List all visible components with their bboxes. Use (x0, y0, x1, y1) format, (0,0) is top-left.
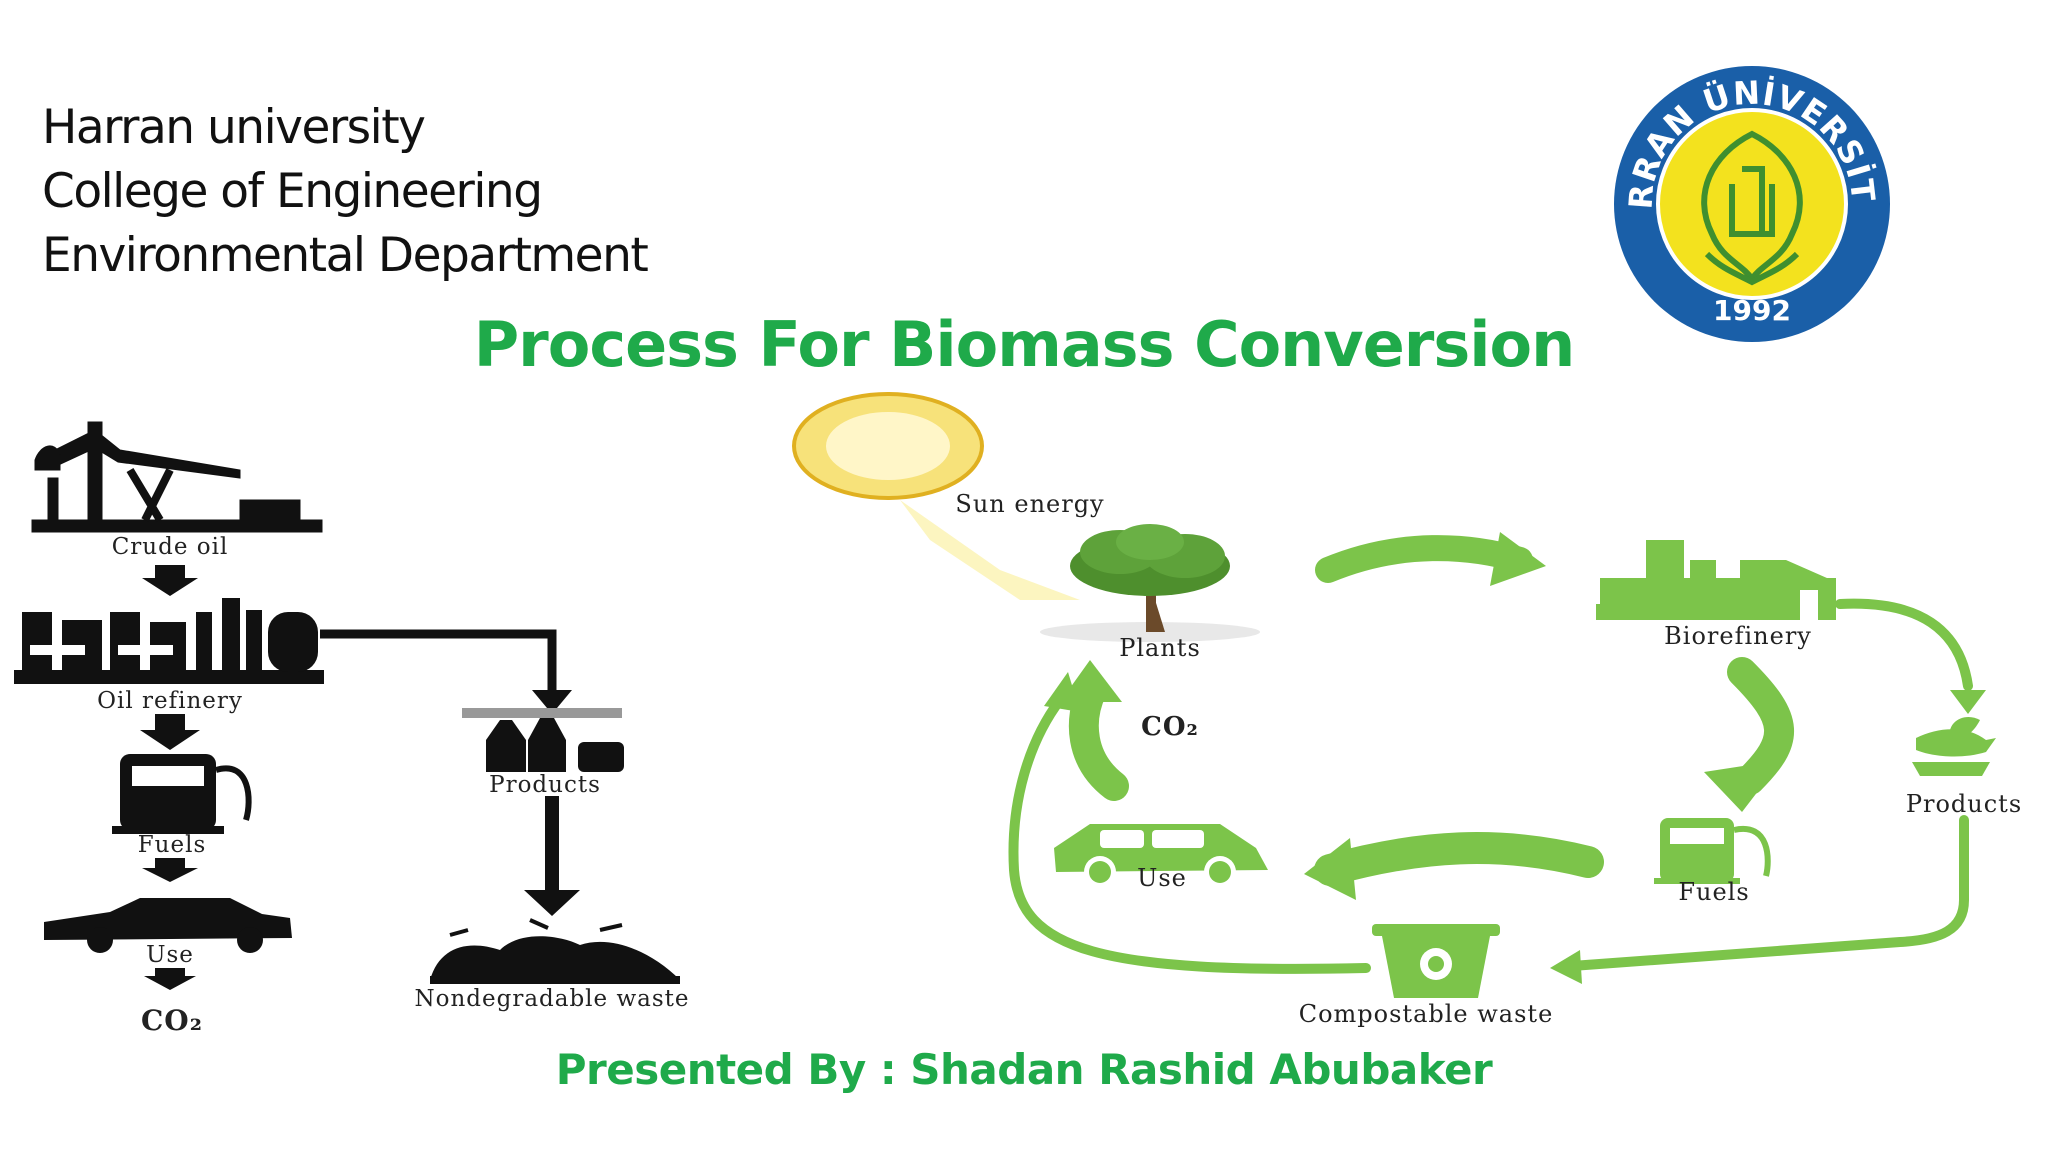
header-department: Environmental Department (42, 228, 649, 283)
label-oil-refinery: Oil refinery (97, 688, 243, 714)
label-crude-oil: Crude oil (111, 534, 229, 560)
logo-emblem-icon (1701, 130, 1803, 286)
label-co2-fossil: CO₂ (141, 1004, 203, 1037)
label-biorefinery: Biorefinery (1664, 622, 1812, 650)
slide-title: Process For Biomass Conversion (473, 308, 1576, 381)
label-compostable-waste: Compostable waste (1298, 1000, 1554, 1028)
car-silhouette-icon (44, 898, 292, 953)
label-products-fossil: Products (489, 772, 601, 798)
car-green-icon (1054, 824, 1268, 888)
label-sun-energy: Sun energy (955, 490, 1105, 518)
logo-year: 1992 (1713, 294, 1791, 327)
biorefinery-icon (1596, 540, 1836, 620)
cycle-arrows (1008, 535, 1973, 974)
oil-refinery-icon (14, 598, 324, 684)
label-nondegradable-waste: Nondegradable waste (414, 986, 690, 1012)
header-university: Harran university (42, 100, 426, 155)
products-bottles-icon (462, 708, 624, 772)
fuel-pump-green-icon (1654, 818, 1771, 884)
landfill-icon (430, 918, 680, 984)
fossil-arrows (140, 565, 200, 990)
label-use-cycle: Use (1137, 864, 1187, 892)
label-use-fossil: Use (146, 942, 194, 968)
sun-icon (792, 392, 1080, 600)
university-logo: HARRAN ÜNİVERSİTESİ 1992 (1598, 34, 1890, 342)
label-fuels-fossil: Fuels (137, 832, 207, 858)
label-co2-cycle: CO₂ (1141, 712, 1199, 742)
compost-bin-icon (1372, 924, 1500, 998)
label-products-cycle: Products (1905, 790, 2023, 818)
tree-icon (1040, 524, 1260, 642)
header-college: College of Engineering (42, 164, 543, 219)
products-hand-icon (1912, 716, 1996, 776)
presenter-credit: Presented By : Shadan Rashid Abubaker (555, 1045, 1493, 1094)
fossil-chain-diagram (14, 421, 680, 990)
label-plants: Plants (1119, 634, 1201, 662)
cycle-arrowheads (1044, 532, 1986, 984)
oil-pump-icon (31, 421, 323, 533)
biomass-cycle-diagram (792, 392, 1996, 998)
label-fuels-cycle: Fuels (1678, 878, 1750, 906)
fuel-pump-icon (112, 754, 252, 834)
